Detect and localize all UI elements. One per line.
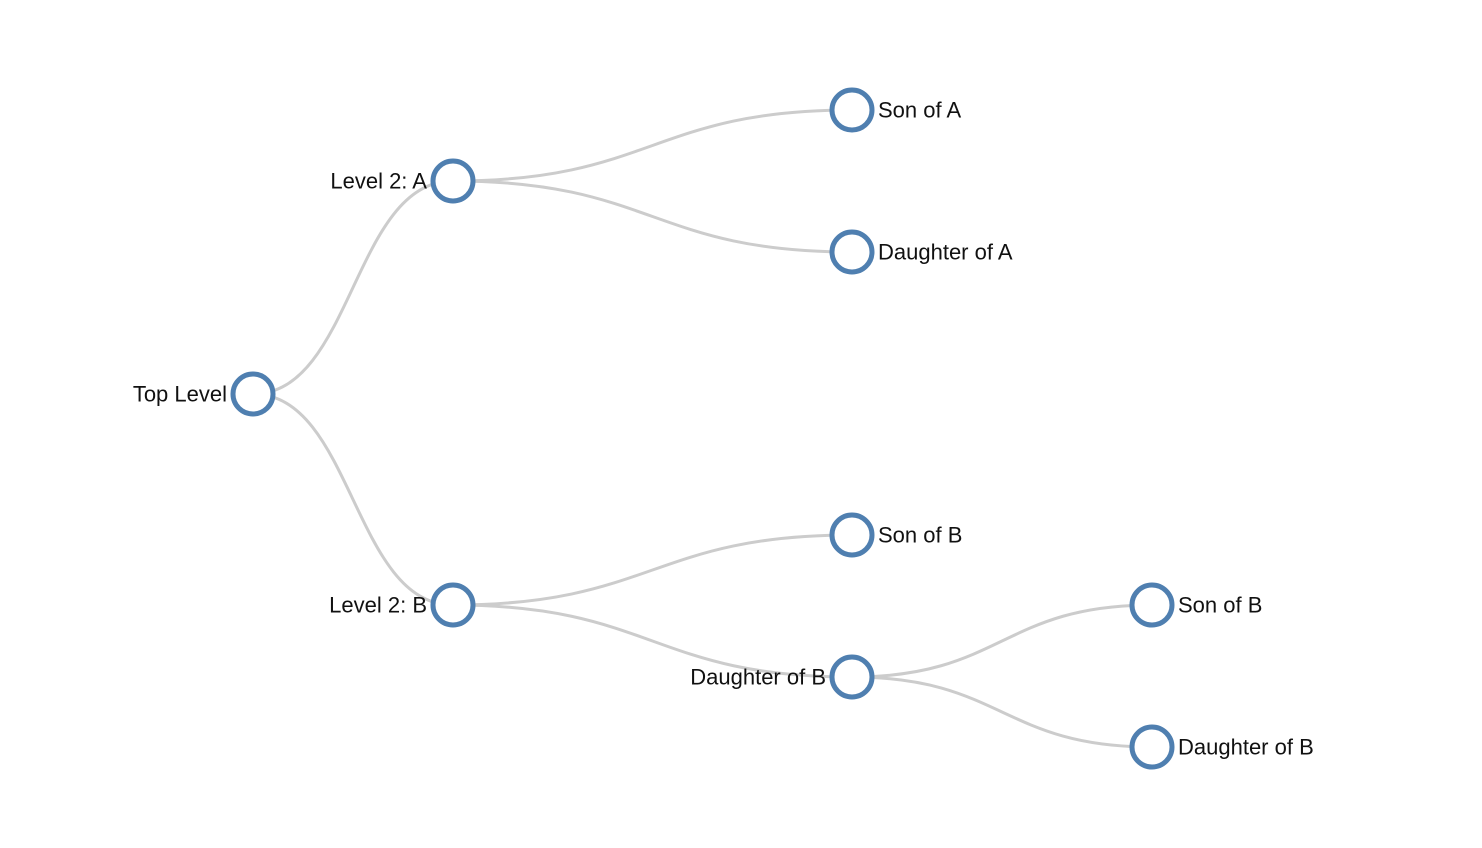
node-circle[interactable] [829, 654, 875, 700]
node-label: Son of B [878, 523, 962, 548]
tree-link [452, 179, 853, 254]
node-circle[interactable] [829, 87, 875, 133]
tree-link [851, 675, 1153, 749]
node-label: Daughter of B [690, 665, 826, 690]
node-circle[interactable] [1129, 582, 1175, 628]
nodes-layer: Top Level Level 2: A Level 2: B Son of A Dau… [133, 87, 1314, 770]
node-label: Level 2: A [330, 169, 427, 194]
tree-link [452, 533, 853, 607]
node-circle[interactable] [829, 512, 875, 558]
tree-node[interactable]: Top Level [133, 371, 276, 417]
tree-node[interactable]: Son of A [829, 87, 962, 133]
tree-node[interactable]: Daughter of A [829, 229, 1013, 275]
node-circle[interactable] [430, 158, 476, 204]
node-circle[interactable] [430, 582, 476, 628]
tree-node[interactable]: Level 2: A [330, 158, 476, 204]
node-circle[interactable] [1129, 724, 1175, 770]
node-circle[interactable] [829, 229, 875, 275]
tree-node[interactable]: Daughter of B [1129, 724, 1314, 770]
tree-node[interactable]: Level 2: B [329, 582, 476, 628]
tree-node[interactable]: Daughter of B [690, 654, 875, 700]
node-label: Top Level [133, 382, 227, 407]
tree-link [252, 392, 454, 607]
node-label: Son of A [878, 98, 962, 123]
node-circle[interactable] [230, 371, 276, 417]
tree-link [851, 603, 1153, 679]
tree-link [452, 603, 853, 679]
tree-link [452, 108, 853, 183]
node-label: Level 2: B [329, 593, 427, 618]
node-label: Daughter of B [1178, 735, 1314, 760]
node-label: Daughter of A [878, 240, 1013, 265]
node-label: Son of B [1178, 593, 1262, 618]
tree-node[interactable]: Son of B [829, 512, 962, 558]
tree-node[interactable]: Son of B [1129, 582, 1262, 628]
links-layer [252, 108, 1153, 749]
tree-link [252, 179, 454, 396]
